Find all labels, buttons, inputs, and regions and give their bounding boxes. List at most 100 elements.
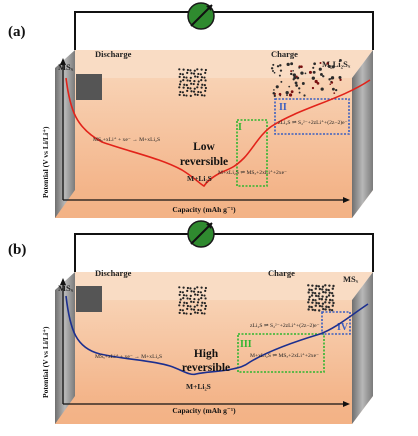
particle-dot <box>196 293 199 296</box>
particle-dot <box>196 83 200 86</box>
particle-dot <box>329 83 332 85</box>
particle-dot <box>307 291 310 294</box>
particle-dot <box>189 76 192 79</box>
particle-dot <box>200 304 203 307</box>
particle-dot <box>331 65 335 69</box>
particle-dot <box>179 90 182 94</box>
particle-dot <box>307 284 310 287</box>
panel-b: (b) MSₓ MSₓ Discharge Charge III IV MSₓ+… <box>8 220 374 424</box>
y-arrow-b <box>60 278 66 285</box>
particle-dot <box>193 69 196 72</box>
particle-dot <box>203 312 206 315</box>
particle-dot <box>325 288 328 291</box>
particle-dot <box>179 298 182 301</box>
particle-dot <box>182 76 186 79</box>
discharge-charge-curve-b <box>65 295 369 376</box>
particle-dot <box>190 290 193 293</box>
charge-label-b: Charge <box>268 268 295 278</box>
particle-dot <box>186 289 189 292</box>
particle-dot <box>189 312 192 315</box>
particle-dot <box>330 77 332 80</box>
particle-dot <box>280 80 283 83</box>
x-arrow-a <box>343 197 350 203</box>
particle-dot <box>204 286 207 290</box>
particle-dot <box>204 89 207 92</box>
discharge-equation-a: MSₓ+xLi⁺ + xe⁻ → M+xLi₂S <box>93 136 160 143</box>
particle-dot <box>182 79 185 82</box>
particle-dot <box>200 312 204 315</box>
particle-dot <box>295 84 298 87</box>
particle-dot <box>273 71 276 74</box>
circuit-wire-b <box>74 233 374 272</box>
particle-dot <box>197 290 200 294</box>
particle-dot <box>196 75 199 78</box>
particle-dot <box>313 308 317 312</box>
particle-dot <box>189 287 192 290</box>
particle-dot <box>181 291 184 294</box>
midpoint-label-a: M+Li₂S <box>187 174 212 183</box>
particle-dot <box>327 64 331 68</box>
particle-dot <box>186 89 189 92</box>
particle-dot <box>294 81 298 85</box>
particle-dot <box>199 309 202 312</box>
particle-dot <box>311 284 314 287</box>
particle-dot <box>204 304 207 308</box>
region-label-iv: IV <box>337 322 349 333</box>
particle-dot <box>273 94 276 98</box>
right-electrode-b <box>352 272 373 424</box>
particle-dot <box>203 76 206 79</box>
particle-dot <box>182 304 185 307</box>
particle-dot <box>290 90 294 94</box>
particle-dot <box>292 73 296 77</box>
particle-dot <box>189 69 192 72</box>
particle-dot <box>196 301 200 304</box>
particle-dot <box>339 58 342 62</box>
particle-dot <box>186 286 189 290</box>
reversibility-line2-b: reversible <box>182 362 230 374</box>
particle-dot <box>285 90 289 95</box>
particle-dot <box>324 308 327 311</box>
particle-dot <box>325 295 328 299</box>
particle-dot <box>320 298 324 301</box>
particle-dot <box>194 311 197 314</box>
particle-dot <box>326 62 329 65</box>
particle-dot <box>331 294 335 298</box>
particle-dot <box>200 294 204 297</box>
restored-particle-icon-b <box>307 284 335 312</box>
particle-dot <box>328 291 331 294</box>
particle-dot <box>316 81 320 85</box>
particle-dot <box>279 64 282 67</box>
particle-dot <box>193 87 196 90</box>
particle-dot <box>178 93 181 96</box>
particle-dot <box>317 285 321 288</box>
particle-dot <box>197 298 200 301</box>
particle-dot <box>324 301 327 304</box>
particle-dot <box>178 286 181 289</box>
particle-dot <box>192 72 196 75</box>
particle-dot <box>317 302 321 305</box>
cell-floor-a <box>55 190 373 218</box>
particle-dot <box>189 87 192 90</box>
particle-dot <box>200 76 204 79</box>
discharge-label-a: Discharge <box>95 49 132 59</box>
y-arrow-a <box>60 58 66 65</box>
particle-dot <box>196 93 199 96</box>
particle-dot <box>335 88 338 92</box>
particle-dot <box>200 79 203 82</box>
particle-dot <box>197 80 200 83</box>
particle-dot <box>194 293 197 296</box>
particle-dot <box>182 286 185 289</box>
particle-dot <box>186 86 189 90</box>
particle-dot <box>192 82 195 86</box>
particle-dot <box>327 294 331 297</box>
dispersed-particles-icon-a <box>270 58 342 98</box>
particle-dot <box>197 72 200 76</box>
particle-dot <box>318 67 322 71</box>
particle-dot <box>204 79 207 82</box>
particle-dot <box>203 302 206 305</box>
y-axis-label-a: Potential (V vs Li/Li⁺) <box>41 126 50 198</box>
particle-dot <box>324 291 327 294</box>
particle-dot <box>330 81 334 84</box>
particle-dot <box>273 89 275 91</box>
particle-dot <box>199 291 202 294</box>
